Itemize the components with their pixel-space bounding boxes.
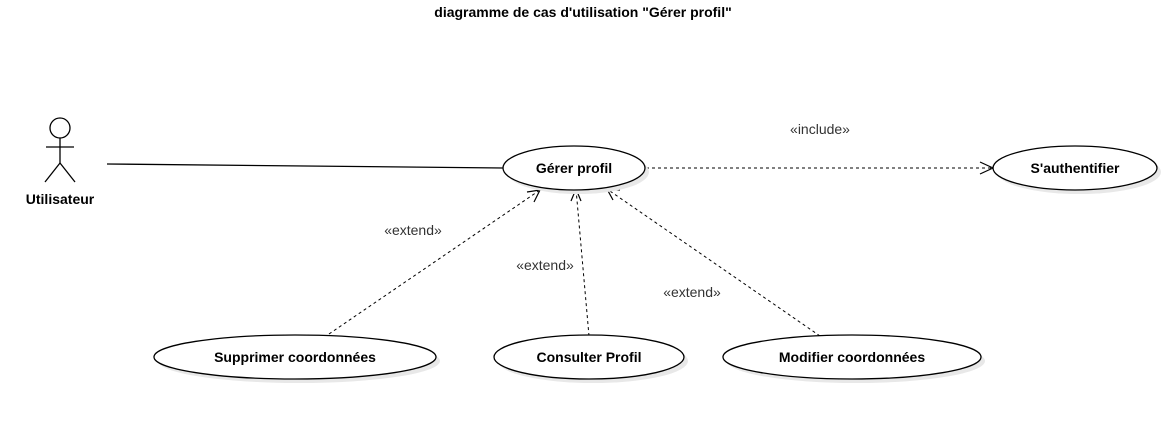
extend-relation-modifier: «extend»	[605, 188, 821, 337]
use-case-label: Gérer profil	[536, 160, 612, 176]
use-case-label: Modifier coordonnées	[779, 349, 925, 365]
include-label: «include»	[790, 121, 850, 137]
extend-label-supprimer: «extend»	[384, 222, 442, 238]
extend-label-modifier: «extend»	[663, 284, 721, 300]
use-case-label: S'authentifier	[1031, 160, 1120, 176]
diagram-title: diagramme de cas d'utilisation "Gérer pr…	[434, 4, 731, 20]
association-line	[106, 163, 504, 169]
include-relation: «include»	[646, 121, 995, 175]
extend-relation-consulter: «extend»	[516, 187, 590, 337]
stick-figure-icon	[44, 117, 76, 183]
extend-label-consulter: «extend»	[516, 257, 574, 273]
actor-utilisateur[interactable]: Utilisateur	[26, 117, 95, 207]
use-case-sauthentifier[interactable]: S'authentifier	[992, 145, 1161, 194]
use-case-consulter-profil[interactable]: Consulter Profil	[493, 334, 688, 383]
use-case-gerer-profil[interactable]: Gérer profil	[502, 145, 649, 194]
use-case-supprimer-coordonnees[interactable]: Supprimer coordonnées	[153, 334, 440, 383]
extend-relation-supprimer: «extend»	[328, 189, 542, 335]
open-arrow-icon	[979, 161, 995, 175]
use-case-modifier-coordonnees[interactable]: Modifier coordonnées	[722, 334, 985, 383]
use-case-label: Consulter Profil	[536, 349, 641, 365]
use-case-label: Supprimer coordonnées	[214, 349, 376, 365]
actor-label: Utilisateur	[26, 191, 95, 207]
